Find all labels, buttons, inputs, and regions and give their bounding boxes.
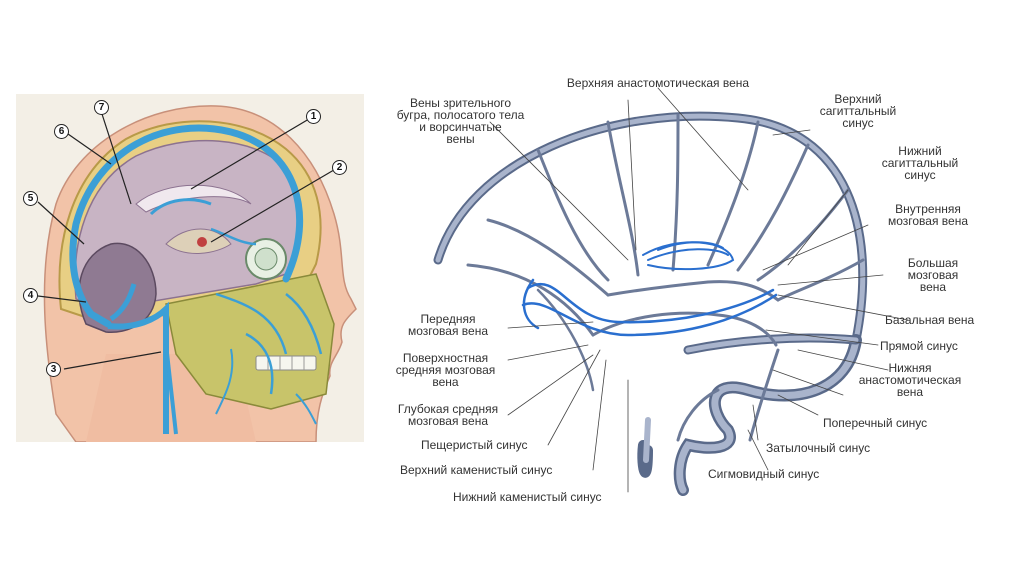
marker-7: 7 [94,100,109,115]
label-basal-vein: Базальная вена [885,313,975,327]
marker-5: 5 [23,191,38,206]
label-occipital-sinus: Затылочный синус [766,441,871,455]
label-superficial-middle-cerebral-vein: Поверхностная средняя мозговая вена [395,351,496,389]
label-inferior-petrosal-sinus: Нижний каменистый синус [453,490,602,504]
label-deep-middle-cerebral-vein: Глубокая средняя мозговая вена [397,402,499,428]
label-superior-petrosal-sinus: Верхний каменистый синус [400,463,553,477]
sinus-drawing [433,87,909,496]
label-straight-sinus: Прямой синус [880,339,958,353]
label-great-cerebral-vein: Большая мозговая вена [907,256,959,294]
marker-6: 6 [54,124,69,139]
label-inferior-anastomotic-vein: Нижняя анастомотическая вена [858,361,962,399]
marker-4: 4 [23,288,38,303]
label-superior-sagittal-sinus: Верхний сагиттальный синус [819,92,897,130]
label-inferior-sagittal-sinus: Нижний сагиттальный синус [881,144,959,182]
marker-1: 1 [306,109,321,124]
label-sigmoid-sinus: Сигмовидный синус [708,467,820,481]
label-superior-anastomotic-vein: Верхняя анастомотическая вена [566,76,750,90]
marker-2: 2 [332,160,347,175]
label-transverse-sinus: Поперечный синус [823,416,928,430]
marker-3: 3 [46,362,61,377]
venous-sinuses-diagram: Верхняя анастомотическая вена Вены зрите… [378,60,1018,520]
head-section-illustration: 1 2 3 4 5 6 7 [16,94,364,442]
label-anterior-cerebral-vein: Передняя мозговая вена [407,312,489,338]
label-cavernous-sinus: Пещеристый синус [421,438,528,452]
label-thalamostriate-veins: Вены зрительного бугра, полосатого тела … [396,96,525,146]
label-internal-cerebral-vein: Внутренняя мозговая вена [887,202,969,228]
head-section-drawing [37,105,357,442]
